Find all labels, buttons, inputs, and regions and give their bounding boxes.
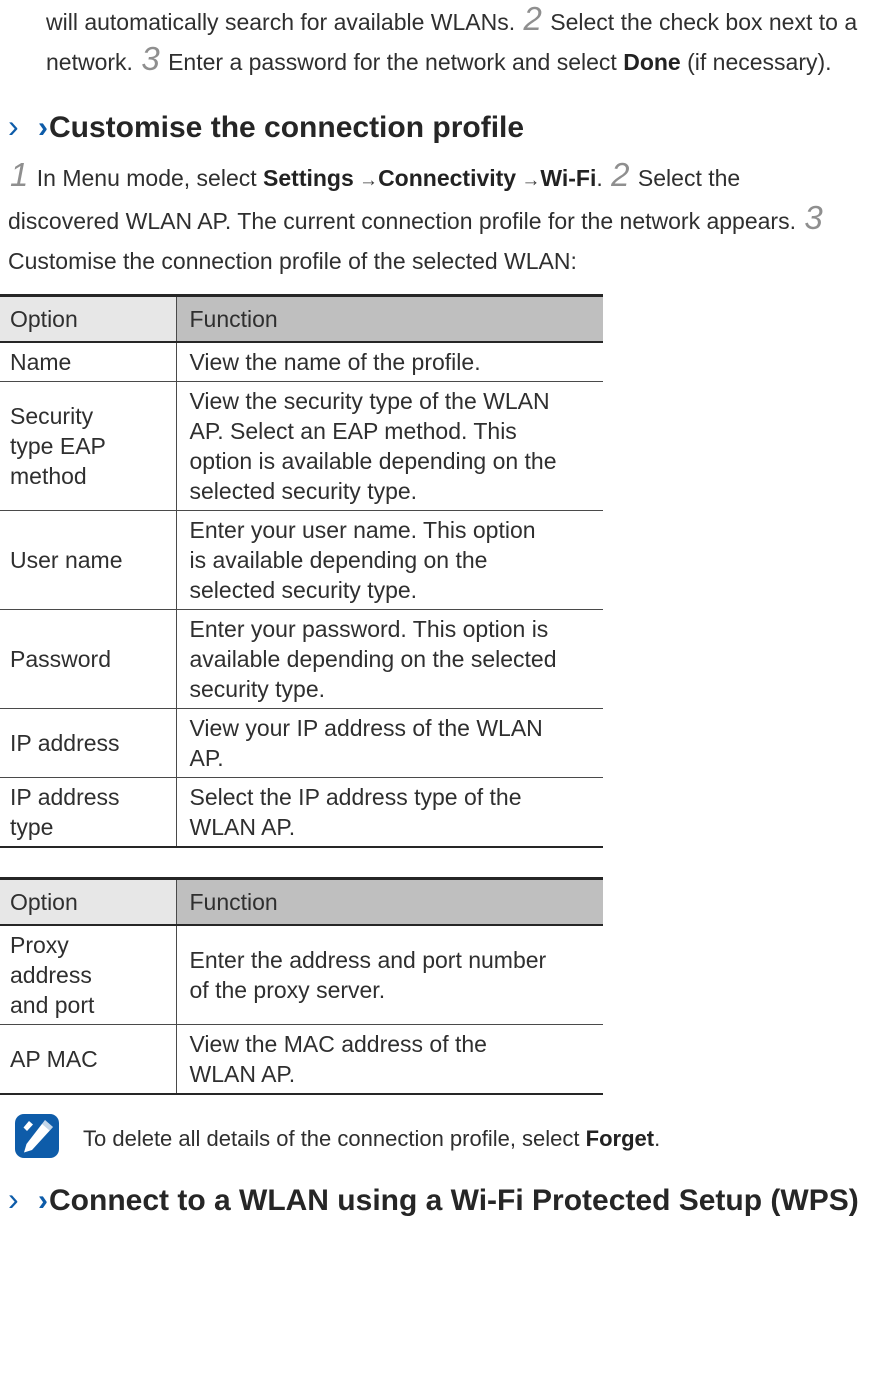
table-row: Password Enter your password. This optio…	[0, 609, 603, 709]
function-cell: View the name of the profile.	[176, 342, 603, 382]
settings-label: Settings	[263, 165, 354, 191]
section-heading-customise: › ›Customise the connection profile	[8, 104, 887, 152]
function-cell: View your IP address of the WLAN AP.	[176, 708, 603, 778]
chevron-marker-icon: ›	[8, 1181, 19, 1217]
intro-run: (if necessary).	[680, 49, 832, 75]
chevron-bullet-icon: ›	[38, 1184, 48, 1217]
intro-run: Enter a password for the network and sel…	[161, 49, 624, 75]
section-title: ›Connect to a WLAN using a Wi-Fi Protect…	[38, 1177, 859, 1225]
option-cell: IP address	[0, 708, 177, 778]
step-number-2: 2	[611, 156, 630, 193]
option-cell: Password	[0, 609, 177, 709]
steps-run: .	[596, 165, 610, 191]
table-row: Security type EAP method View the securi…	[0, 381, 603, 511]
steps-paragraph: 1 In Menu mode, select Settings →Connect…	[8, 158, 846, 281]
note-run: To delete all details of the connection …	[83, 1126, 586, 1151]
steps-run: Select the discovered WLAN AP. The curre…	[8, 165, 803, 234]
note-run: .	[654, 1126, 661, 1151]
option-cell: Security type EAP method	[0, 381, 177, 511]
section-title-text: Connect to a WLAN using a Wi-Fi Protecte…	[49, 1184, 859, 1217]
table-row: IP address View your IP address of the W…	[0, 708, 603, 778]
function-cell: Select the IP address type of the WLAN A…	[176, 777, 603, 848]
table-header-row: Option Function	[0, 878, 603, 926]
connection-profile-table-1: Option Function Name View the name of th…	[0, 294, 603, 848]
function-column-header: Function	[176, 878, 603, 926]
note: To delete all details of the connection …	[14, 1113, 867, 1159]
section-title-text: Customise the connection profile	[49, 111, 525, 144]
option-column-header: Option	[0, 295, 177, 343]
option-column-header: Option	[0, 878, 177, 926]
done-label: Done	[623, 49, 681, 75]
table-header-row: Option Function	[0, 295, 603, 343]
intro-run: will automatically search for available …	[46, 9, 522, 35]
table-row: Proxy address and port Enter the address…	[0, 925, 603, 1025]
table-row: AP MAC View the MAC address of the WLAN …	[0, 1024, 603, 1095]
table-row: Name View the name of the profile.	[0, 342, 603, 382]
table-row: IP address type Select the IP address ty…	[0, 777, 603, 848]
chevron-marker-icon: ›	[8, 108, 19, 144]
intro-run: Select the check box next to a network.	[46, 9, 858, 75]
option-cell: Name	[0, 342, 177, 382]
connectivity-label: Connectivity	[378, 165, 517, 191]
note-text: To delete all details of the connection …	[83, 1119, 660, 1153]
step-number-1: 1	[10, 156, 29, 193]
intro-paragraph: will automatically search for available …	[46, 2, 861, 82]
steps-run: Customise the connection profile of the …	[8, 248, 577, 274]
table-row: User name Enter your user name. This opt…	[0, 510, 603, 610]
function-cell: Enter your user name. This option is ava…	[176, 510, 603, 610]
step-number-3: 3	[141, 40, 160, 77]
function-cell: Enter the address and port number of the…	[176, 925, 603, 1025]
step-number-2: 2	[523, 0, 542, 37]
forget-label: Forget	[585, 1126, 655, 1151]
function-cell: Enter your password. This option is avai…	[176, 609, 603, 709]
option-cell: Proxy address and port	[0, 925, 177, 1025]
right-arrow-icon: →	[516, 170, 541, 191]
section-heading-wps: › ›Connect to a WLAN using a Wi-Fi Prote…	[8, 1177, 887, 1225]
chevron-bullet-icon: ›	[38, 111, 48, 144]
wifi-label: Wi-Fi	[540, 165, 597, 191]
right-arrow-icon: →	[353, 170, 379, 191]
function-cell: View the security type of the WLAN AP. S…	[176, 381, 603, 511]
option-cell: User name	[0, 510, 177, 610]
steps-run: In Menu mode, select	[30, 165, 264, 191]
option-cell: AP MAC	[0, 1024, 177, 1095]
option-cell: IP address type	[0, 777, 177, 848]
section-title: ›Customise the connection profile	[38, 104, 524, 152]
note-pencil-icon	[15, 1114, 59, 1158]
function-cell: View the MAC address of the WLAN AP.	[176, 1024, 603, 1095]
function-column-header: Function	[176, 295, 603, 343]
step-number-3: 3	[804, 199, 823, 236]
connection-profile-table-2: Option Function Proxy address and port E…	[0, 877, 603, 1095]
